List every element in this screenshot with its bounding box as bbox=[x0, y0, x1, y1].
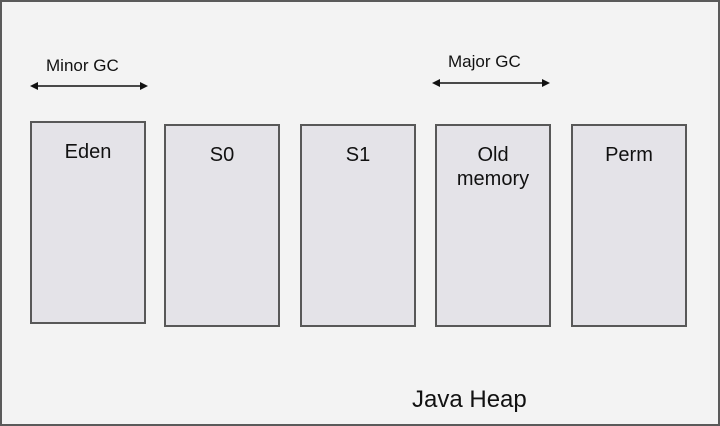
region-eden: Eden bbox=[30, 121, 146, 324]
major-gc-arrow bbox=[432, 79, 550, 87]
region-perm-label: Perm bbox=[605, 144, 653, 166]
java-heap-label: Java Heap bbox=[412, 386, 527, 413]
region-perm: Perm bbox=[571, 124, 687, 327]
minor-gc-label: Minor GC bbox=[46, 56, 119, 75]
region-s1: S1 bbox=[300, 124, 416, 327]
minor-gc-arrow bbox=[30, 82, 148, 90]
region-old-memory: Old memory bbox=[435, 124, 551, 327]
region-old-memory-label: Old memory bbox=[456, 144, 530, 190]
region-s0-label: S0 bbox=[209, 144, 235, 166]
region-s0: S0 bbox=[164, 124, 280, 327]
region-eden-label: Eden bbox=[64, 141, 112, 163]
region-s1-label: S1 bbox=[345, 144, 371, 166]
major-gc-label: Major GC bbox=[448, 52, 521, 71]
